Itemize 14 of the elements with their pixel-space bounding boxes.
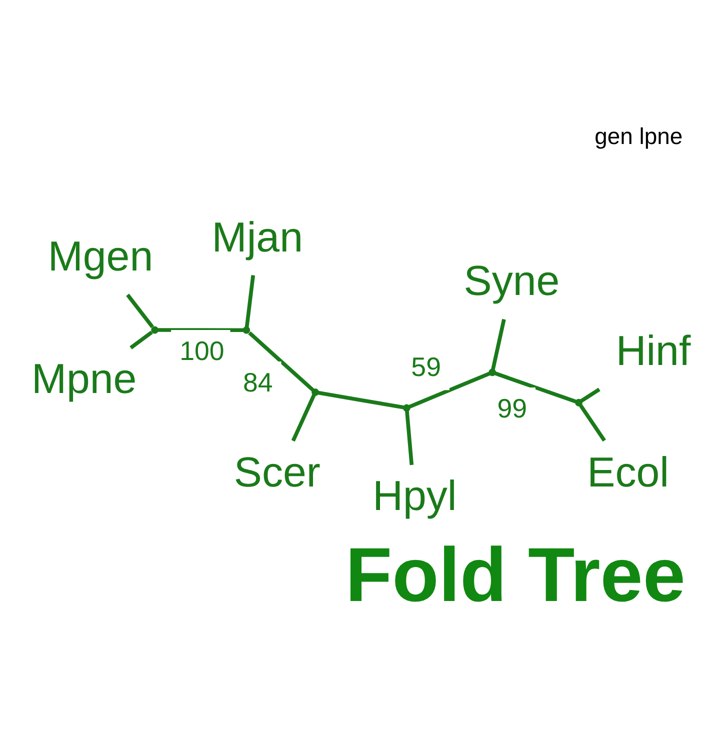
- node-text: Mpne: [31, 355, 137, 402]
- edge-label: 99: [497, 394, 528, 424]
- node-text: Mgen: [48, 232, 154, 280]
- node-text: Mjan: [212, 213, 303, 260]
- edge-label: 59: [411, 352, 441, 382]
- label: gen lpne: [594, 123, 683, 149]
- node-text: Ecol: [587, 448, 670, 496]
- caption: Fold Tree: [345, 532, 686, 618]
- node-text: Syne: [464, 256, 560, 304]
- node-text: Hinf: [616, 327, 691, 374]
- edge-label: 100: [180, 336, 224, 366]
- node-text: Scer: [234, 448, 320, 496]
- edge-label: 84: [242, 367, 273, 398]
- node-text: Hpyl: [372, 472, 457, 520]
